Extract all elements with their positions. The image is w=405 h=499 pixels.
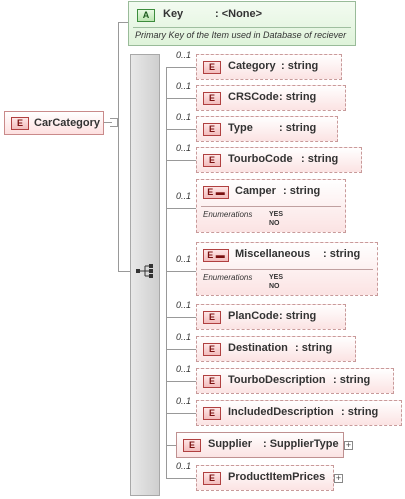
enumeration-value: YES bbox=[269, 274, 284, 281]
plus-icon[interactable]: + bbox=[344, 440, 353, 450]
element-includeddescription[interactable]: E IncludedDescription : string bbox=[196, 400, 402, 426]
element-icon: E bbox=[203, 123, 221, 136]
connector-trunk bbox=[118, 22, 119, 272]
element-type[interactable]: E Type : string bbox=[196, 116, 338, 142]
plus-icon[interactable]: + bbox=[334, 473, 343, 483]
element-icon: E bbox=[203, 154, 221, 167]
connector-line bbox=[166, 129, 196, 130]
element-crscode[interactable]: E CRSCode : string bbox=[196, 85, 346, 111]
enumeration-value: NO bbox=[269, 283, 280, 290]
enumerated-element-icon: E ▬ bbox=[203, 186, 229, 199]
element-category[interactable]: E Category : string bbox=[196, 54, 342, 80]
element-tourbodescription[interactable]: E TourboDescription : string bbox=[196, 368, 394, 394]
attribute-documentation: Primary Key of the Item used in Database… bbox=[135, 30, 347, 40]
element-type: : string bbox=[301, 153, 339, 165]
element-name: Category bbox=[228, 60, 276, 72]
element-icon: E bbox=[203, 407, 221, 420]
element-icon: E bbox=[203, 61, 221, 74]
element-type: : SupplierType bbox=[263, 438, 339, 450]
connector-trunk bbox=[166, 67, 167, 479]
connector-line bbox=[166, 98, 196, 99]
element-name: TourboDescription bbox=[228, 374, 326, 386]
enumeration-separator bbox=[201, 269, 373, 270]
connector-line bbox=[104, 122, 112, 123]
connector-line bbox=[166, 445, 176, 446]
element-icon: E bbox=[203, 311, 221, 324]
element-type: : string bbox=[323, 248, 361, 260]
element-tourbocode[interactable]: E TourboCode : string bbox=[196, 147, 362, 173]
enumeration-value: YES bbox=[269, 211, 284, 218]
connector-line bbox=[166, 317, 196, 318]
element-name: Supplier bbox=[208, 438, 253, 450]
enumerated-element-icon: E ▬ bbox=[203, 249, 229, 262]
element-type: : string bbox=[281, 60, 319, 72]
occurrence-label: 0..1 bbox=[176, 191, 192, 201]
element-type: : string bbox=[333, 374, 371, 386]
element-name: Type bbox=[228, 122, 253, 134]
element-type: : string bbox=[341, 406, 379, 418]
element-miscellaneous[interactable]: E ▬ Miscellaneous : string Enumerations … bbox=[196, 242, 378, 296]
element-icon: E bbox=[203, 92, 221, 105]
occurrence-label: 0..1 bbox=[176, 81, 192, 91]
element-name: ProductItemPrices bbox=[228, 471, 326, 483]
element-name: Camper bbox=[235, 185, 276, 197]
connector-line bbox=[118, 271, 134, 272]
enumeration-value: NO bbox=[269, 220, 280, 227]
occurrence-label: 0..1 bbox=[176, 300, 192, 310]
occurrence-label: 0..1 bbox=[176, 396, 192, 406]
attribute-key[interactable]: A Key : <None> Primary Key of the Item u… bbox=[128, 1, 356, 46]
element-icon: E bbox=[11, 117, 29, 130]
connector-line bbox=[166, 160, 196, 161]
element-name: CRSCode bbox=[228, 91, 279, 103]
occurrence-label: 0..1 bbox=[176, 143, 192, 153]
occurrence-label: 0..1 bbox=[176, 461, 192, 471]
element-name: Destination bbox=[228, 342, 288, 354]
connector-line bbox=[166, 381, 196, 382]
occurrence-label: 0..1 bbox=[176, 364, 192, 374]
enumerations-label: Enumerations bbox=[203, 273, 253, 282]
element-type: : string bbox=[295, 342, 333, 354]
element-name: TourboCode bbox=[228, 153, 293, 165]
enumeration-separator bbox=[201, 206, 341, 207]
connector-line bbox=[166, 271, 196, 272]
element-name: IncludedDescription bbox=[228, 406, 334, 418]
attribute-separator bbox=[133, 27, 351, 28]
occurrence-label: 0..1 bbox=[176, 112, 192, 122]
sequence-compositor[interactable] bbox=[130, 54, 160, 496]
element-icon: E bbox=[203, 472, 221, 485]
occurrence-label: 0..1 bbox=[176, 332, 192, 342]
element-name: Miscellaneous bbox=[235, 248, 311, 260]
connector-line bbox=[166, 349, 196, 350]
element-icon: E bbox=[203, 375, 221, 388]
sequence-compositor-icon bbox=[136, 264, 153, 278]
root-element-label: CarCategory bbox=[34, 117, 101, 129]
attribute-icon: A bbox=[137, 9, 155, 22]
element-destination[interactable]: E Destination : string bbox=[196, 336, 356, 362]
element-type: : string bbox=[279, 91, 317, 103]
element-plancode[interactable]: E PlanCode : string bbox=[196, 304, 346, 330]
element-type: : string bbox=[279, 310, 317, 322]
occurrence-label: 0..1 bbox=[176, 50, 192, 60]
connector-line bbox=[166, 208, 196, 209]
occurrence-label: 0..1 bbox=[176, 254, 192, 264]
element-supplier[interactable]: E Supplier : SupplierType bbox=[176, 432, 344, 458]
element-type-label: : string bbox=[279, 122, 317, 134]
attribute-type: : <None> bbox=[215, 8, 263, 20]
enumerations-label: Enumerations bbox=[203, 210, 253, 219]
root-element-carcategory[interactable]: E CarCategory bbox=[4, 111, 104, 135]
connector-line bbox=[118, 22, 128, 23]
element-icon: E bbox=[183, 439, 201, 452]
element-camper[interactable]: E ▬ Camper : string Enumerations YES NO bbox=[196, 179, 346, 233]
attribute-name: Key bbox=[163, 8, 184, 20]
connector-line bbox=[166, 413, 196, 414]
element-name: PlanCode bbox=[228, 310, 279, 322]
element-icon: E bbox=[203, 343, 221, 356]
element-productitemprices[interactable]: E ProductItemPrices bbox=[196, 465, 334, 491]
connector-line bbox=[166, 478, 196, 479]
connector-bracket bbox=[110, 118, 118, 127]
connector-line bbox=[166, 67, 196, 68]
element-type: : string bbox=[283, 185, 321, 197]
